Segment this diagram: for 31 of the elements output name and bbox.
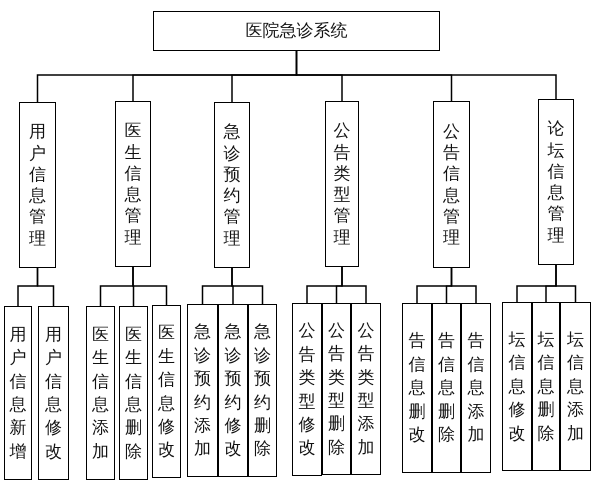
module-box: 急诊预约管理 (214, 102, 250, 268)
function-box: 医生信息删除 (119, 306, 148, 480)
function-box: 公告类型删除 (322, 303, 351, 475)
function-box: 公告类型添加 (351, 303, 381, 475)
function-box: 坛信息修改 (502, 302, 532, 471)
function-box: 医生信息添加 (86, 306, 115, 480)
function-box: 急诊预约添加 (187, 304, 218, 477)
function-box: 坛信息删除 (532, 302, 560, 471)
function-box: 告信息删改 (402, 303, 432, 473)
function-box: 告信息添加 (461, 303, 491, 473)
module-box: 论坛信息管理 (538, 99, 574, 265)
root-box: 医院急诊系统 (153, 11, 440, 51)
connector-line (555, 265, 576, 302)
function-box: 急诊预约删除 (248, 304, 277, 477)
connector-line (296, 51, 557, 99)
function-box: 急诊预约修改 (218, 304, 248, 477)
function-box: 坛信息添加 (560, 302, 591, 471)
connector-line (36, 268, 54, 306)
function-box: 医生信息修改 (152, 305, 181, 478)
connector-line (231, 268, 264, 304)
function-box: 公告类型修改 (292, 303, 322, 476)
connector-line (450, 268, 477, 303)
function-box: 告信息删除 (432, 303, 461, 473)
connector-line (132, 267, 168, 305)
module-box: 用户信息管理 (19, 102, 56, 268)
function-box: 用户信息修改 (38, 306, 69, 480)
connector-line (341, 267, 367, 303)
module-box: 公告类型管理 (325, 101, 359, 267)
module-box: 医生信息管理 (115, 101, 151, 267)
function-box: 用户信息新增 (4, 306, 32, 480)
module-box: 公告信息管理 (433, 101, 470, 268)
